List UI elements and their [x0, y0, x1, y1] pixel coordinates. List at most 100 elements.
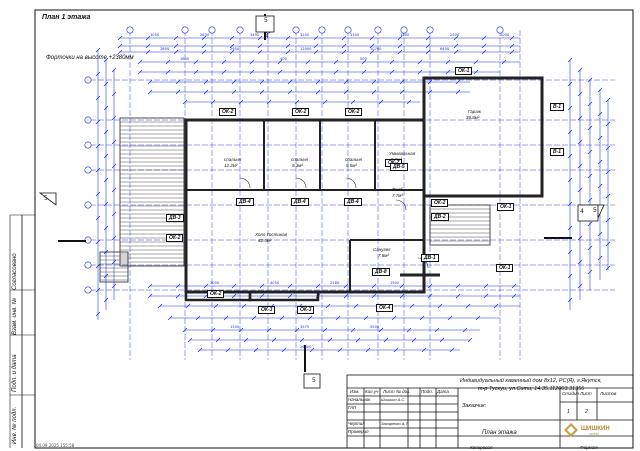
window-tag: ОК-2 [431, 199, 449, 207]
dimension-tick [483, 293, 489, 299]
dimension-tick [473, 69, 479, 75]
dimension-tick [271, 337, 277, 343]
section-label: 5 [44, 195, 48, 202]
dimension-tick [597, 87, 603, 93]
dimension-tick [117, 43, 123, 49]
dimension-tick [221, 69, 227, 75]
dimension-tick [193, 59, 199, 65]
dimension-tick [241, 303, 247, 309]
room-name: спальня [345, 157, 362, 162]
sheets-header: Листов [600, 391, 617, 396]
side-stamp-label: Согласовано [12, 253, 18, 290]
dimension-tick [567, 201, 573, 207]
dimension-tick [145, 49, 151, 55]
dimension-tick [201, 43, 207, 49]
dimension-tick [229, 49, 235, 55]
window-tag: ОК-2 [345, 108, 363, 116]
dimension-tick [434, 327, 440, 333]
dimension-value: 12000 [300, 47, 312, 51]
dimension-tick [103, 153, 109, 159]
dimension-tick [173, 43, 179, 49]
dimension-tick [361, 69, 367, 75]
grid-axis-bubble [344, 26, 352, 34]
dimension-tick [509, 43, 515, 49]
dimension-tick [493, 303, 499, 309]
door-tag: ДВ-8 [372, 268, 390, 276]
dimension-tick [309, 347, 315, 353]
dimension-tick [399, 89, 405, 95]
dimension-tick [577, 235, 583, 241]
customer-label: Заказчик: [462, 403, 487, 409]
dimension-tick [203, 283, 209, 289]
dimension-tick [455, 293, 461, 299]
dimension-value: 1600 [180, 57, 190, 61]
dimension-tick [147, 89, 153, 95]
dimension-tick [371, 79, 377, 85]
sheet-frame [34, 9, 634, 449]
window-tag: ОК-2 [219, 108, 237, 116]
dimension-value: 3975 [300, 325, 310, 329]
dimension-tick [294, 327, 300, 333]
dimension-tick [165, 69, 171, 75]
stamp-role: Проверил [348, 429, 369, 434]
dimension-value: 2580 [330, 281, 340, 285]
dimension-tick [231, 89, 237, 95]
dimension-tick [225, 347, 231, 353]
dimension-tick [353, 303, 359, 309]
dimension-tick [210, 99, 216, 105]
dimension-tick [299, 337, 305, 343]
dimension-tick [251, 315, 257, 321]
dimension-tick [95, 47, 101, 53]
dimension-tick [111, 235, 117, 241]
stamp-header: Кол.уч [365, 389, 379, 394]
print-timestamp: 04.09.2025 155:58 [36, 443, 75, 448]
dimension-tick [587, 173, 593, 179]
dimension-tick [165, 59, 171, 65]
dimension-tick [277, 59, 283, 65]
dimension-tick [587, 245, 593, 251]
dimension-tick [195, 315, 201, 321]
dimension-tick [95, 95, 101, 101]
dimension-tick [455, 79, 461, 85]
dimension-value: 6400 [440, 47, 450, 51]
dimension-tick [103, 129, 109, 135]
dimension-tick [567, 297, 573, 303]
dimension-tick [399, 283, 405, 289]
company-sub: ГРУПП [589, 432, 599, 436]
dimension-tick [343, 293, 349, 299]
dimension-tick [577, 163, 583, 169]
grid-axis-bubble [181, 26, 189, 34]
dimension-tick [371, 293, 377, 299]
dimension-tick [335, 315, 341, 321]
dimension-tick [305, 69, 311, 75]
dimension-tick [111, 283, 117, 289]
sheet-title: План 1 этажа [42, 14, 91, 21]
dimension-tick [147, 293, 153, 299]
dimension-tick [103, 225, 109, 231]
dimension-tick [203, 89, 209, 95]
dimension-tick [147, 79, 153, 85]
dimension-tick [393, 347, 399, 353]
section-label: 5 [264, 17, 268, 24]
dimension-value: 3490 [250, 33, 260, 37]
dimension-tick [419, 315, 425, 321]
dimension-tick [223, 315, 229, 321]
room-area: 7.8м² [378, 253, 389, 258]
dimension-tick [587, 221, 593, 227]
grid-axis-bubble [496, 26, 504, 34]
dimension-tick [567, 177, 573, 183]
dimension-value: 1500 [230, 325, 240, 329]
dimension-tick [341, 43, 347, 49]
dimension-tick [447, 315, 453, 321]
walls [99, 76, 544, 302]
dimension-tick [307, 315, 313, 321]
door-tag: ДВ-4 [344, 198, 362, 206]
dimension-tick [259, 293, 265, 299]
window-tag: ОК-3 [258, 306, 276, 314]
company-logo-icon [564, 423, 578, 437]
dimension-tick [145, 35, 151, 41]
dimension-tick [453, 43, 459, 49]
grid-axis-bubble [84, 116, 92, 124]
dimension-tick [117, 49, 123, 55]
dimension-tick [567, 225, 573, 231]
